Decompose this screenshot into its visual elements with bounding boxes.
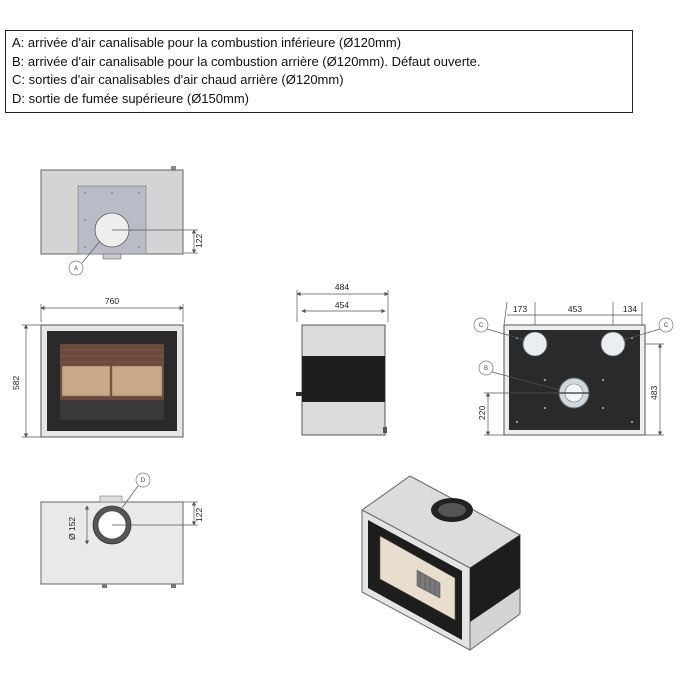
label-b: B [484,366,488,372]
dim-rear-right: 134 [623,304,637,314]
label-a-bubble [68,260,84,276]
isometric-view [361,475,521,651]
label-d: D [141,478,146,484]
dim-rear-middle: 453 [568,304,582,314]
label-c-right-bubble [658,317,674,333]
legend-line-b: B: arrivée d'air canalisable pour la com… [12,53,481,69]
top-view: 122 Ø 152 D [40,472,204,588]
bottom-view: 122 A [40,166,204,276]
air-outlet-c-left [522,331,548,357]
iso-side-glass [470,535,520,622]
dim-front-width: 760 [105,296,119,306]
air-outlet-c-right [600,331,626,357]
dim-top-offset: 122 [194,508,204,522]
dim-bottom-offset: 122 [194,234,204,248]
dim-top-diameter: Ø 152 [67,517,77,540]
dim-front-height: 582 [11,376,21,390]
legend-line-a: A: arrivée d'air canalisable pour la com… [12,35,402,50]
label-c-left: C [479,323,484,329]
label-b-bubble [478,360,494,376]
dim-side-depth-inner: 454 [335,300,349,310]
dim-side-depth-outer: 484 [335,282,349,292]
legend-line-d: D: sortie de fumée supérieure (Ø150mm) [12,90,249,106]
dim-rear-left: 173 [513,304,527,314]
legend-line-c: C: sorties d'air canalisables d'air chau… [12,72,344,87]
rear-view: 173 453 134 483 220 C C B [473,301,674,436]
label-d-bubble [135,472,151,488]
dim-rear-height-inlet: 220 [477,406,487,420]
label-c-left-bubble [473,317,489,333]
front-view: 760 582 [11,296,184,438]
dim-rear-height-total: 483 [649,386,659,400]
label-c-right: C [664,323,669,329]
iso-grate [416,569,441,599]
side-door-band [302,356,385,402]
side-view: 484 454 [296,282,389,436]
label-a: A [74,266,78,272]
legend-box: A: arrivée d'air canalisable pour la com… [5,30,633,113]
